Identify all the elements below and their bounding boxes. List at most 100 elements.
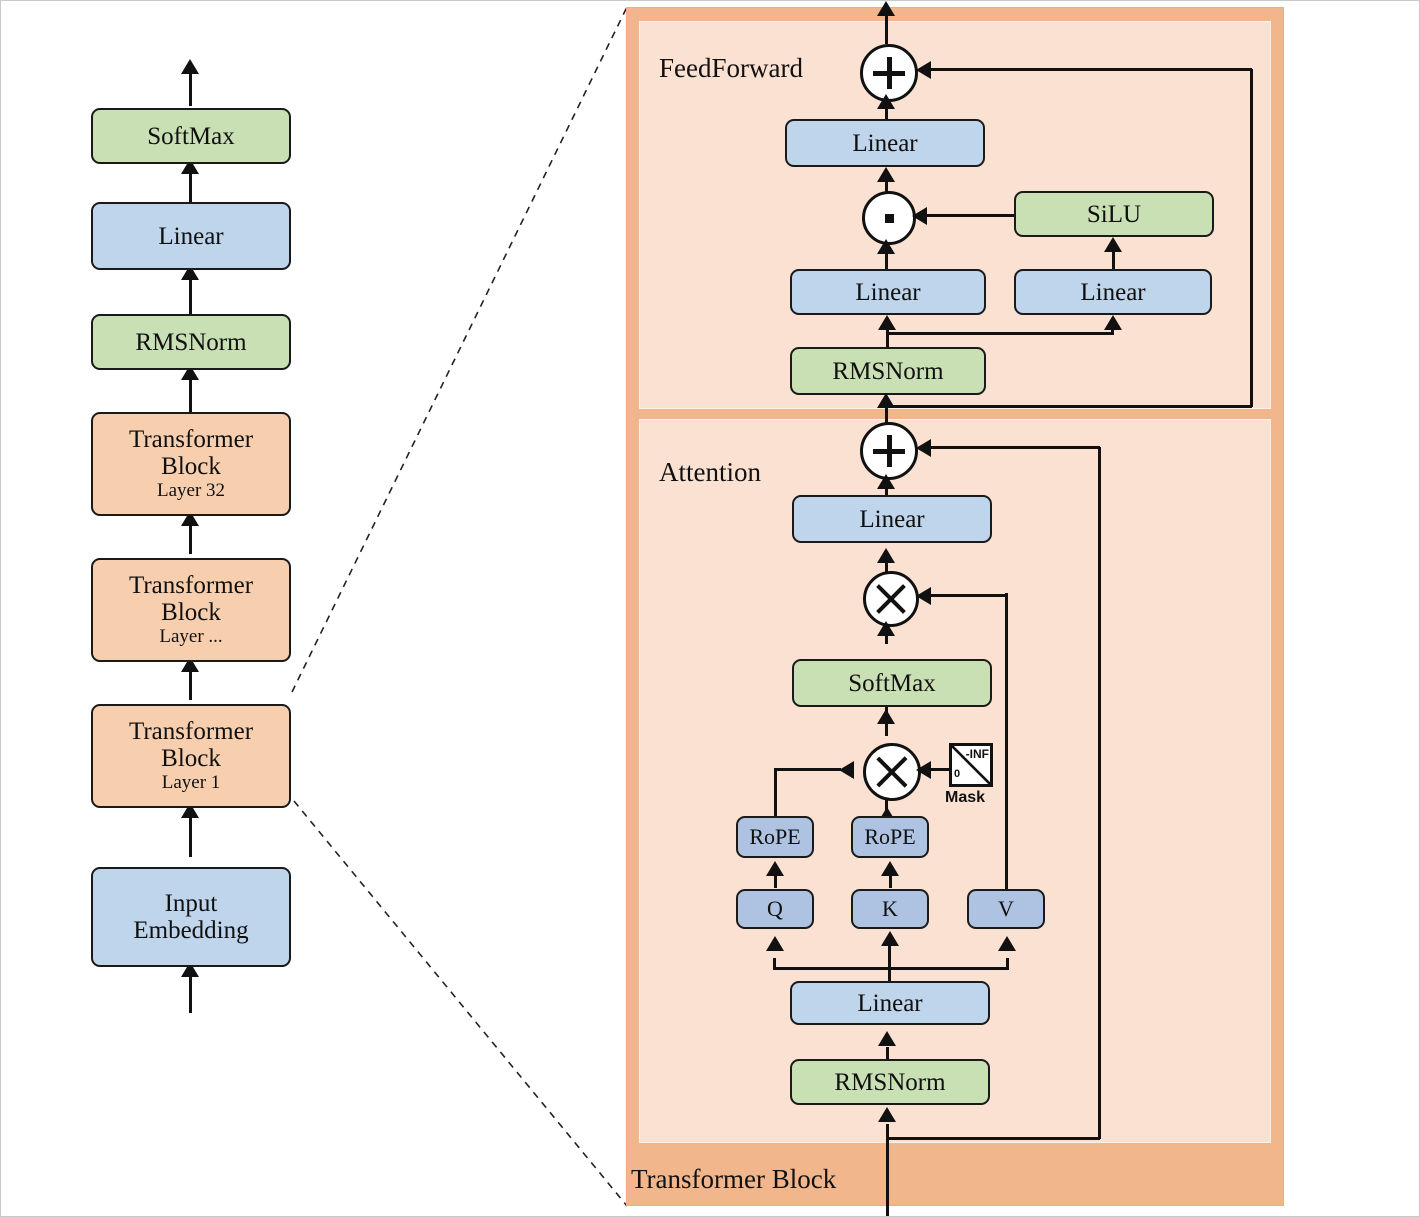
attn-output-linear[interactable]: Linear (792, 495, 992, 543)
ff-arrow-addin-rmsnorm (877, 393, 895, 408)
feedforward-title: FeedForward (659, 53, 803, 83)
ff-fanout-stub-right (1111, 327, 1114, 335)
mask-label: Mask (945, 789, 986, 806)
attn-qkv-stub-q (773, 958, 776, 970)
ff-arrow-gatelinear-mul (877, 239, 895, 254)
stack-node-softmax[interactable]: SoftMax (91, 108, 291, 164)
attn-q-label: Q (767, 896, 783, 922)
attn-line-rmsnorm-linear (886, 1047, 889, 1063)
ff-output-linear[interactable]: Linear (785, 119, 985, 167)
attn-qkv-linear[interactable]: Linear (790, 981, 990, 1025)
stack-node-block1-sublabel: Layer 1 (161, 772, 221, 794)
ff-output-linear-label: Linear (852, 129, 918, 157)
stack-arrow-out-head (181, 59, 199, 74)
stack-line-softmax-linear (189, 164, 192, 204)
attn-arrow-av-linear (877, 548, 895, 563)
attn-arrow-fanout-k (881, 931, 899, 946)
stack-arrow-in-line (189, 967, 192, 1013)
ff-rmsnorm[interactable]: RMSNorm (790, 347, 986, 395)
stack-node-linear[interactable]: Linear (91, 202, 291, 270)
ff-gate-linear[interactable]: Linear (790, 269, 986, 315)
attn-line-qk-softmax (885, 794, 888, 810)
attn-rope-q-label: RoPE (749, 824, 801, 850)
attn-line-softmax-av-2 (885, 634, 888, 644)
stack-arrow-out-line (189, 64, 192, 106)
stack-node-blockdots-label: Transformer Block (128, 572, 254, 627)
attn-rope-q[interactable]: RoPE (736, 816, 814, 858)
attn-softmax-label: SoftMax (848, 669, 936, 697)
attn-arrow-fanout-v (998, 936, 1016, 951)
ff-arrow-uplinear-silu (1104, 237, 1122, 252)
ff-line-gatelinear-mul (885, 249, 888, 271)
attn-line-v-vertical (1005, 593, 1008, 892)
stack-line-linear-rmsnorm (189, 270, 192, 314)
attn-qkv-linear-label: Linear (857, 989, 923, 1017)
attn-arrow-qrope-qk (839, 761, 854, 779)
stack-node-input-embedding[interactable]: Input Embedding (91, 867, 291, 967)
stack-node-block32-label: Transformer Block (128, 426, 254, 481)
attn-line-mask-qk (931, 768, 949, 771)
attn-arrow-q-rope (766, 861, 784, 876)
ff-silu-label: SiLU (1086, 200, 1142, 228)
feedforward-elementwise-multiply-op (862, 191, 916, 245)
block-input-line (886, 1124, 889, 1216)
attn-qkv-stub-k (888, 936, 891, 982)
ff-fanout-horizontal (887, 332, 1113, 335)
attn-v[interactable]: V (967, 889, 1045, 929)
attention-add-op (860, 422, 918, 480)
stack-node-transformer-block-dots[interactable]: Transformer Block Layer ... (91, 558, 291, 662)
stack-node-rmsnorm[interactable]: RMSNorm (91, 314, 291, 370)
attn-arrow-softmax-av (877, 621, 895, 636)
attn-line-qk-softmax-2 (885, 722, 888, 736)
mask-lower-value: 0 (954, 768, 961, 780)
attn-output-linear-label: Linear (859, 505, 925, 533)
ff-line-mul-linear-2 (885, 182, 888, 194)
stack-node-rmsnorm-label: RMSNorm (135, 328, 247, 356)
causal-mask-icon: -INF 0 (949, 743, 993, 787)
ff-up-linear-label: Linear (1080, 278, 1146, 306)
ff-fanout-stub-center (886, 327, 889, 347)
transformer-block-panel-label: Transformer Block (631, 1164, 837, 1194)
attention-av-matmul-op (863, 571, 919, 627)
attn-residual-horizontal-bottom (887, 1137, 1100, 1140)
attn-k-label: K (882, 896, 898, 922)
ff-up-linear[interactable]: Linear (1014, 269, 1212, 315)
ff-residual-horizontal-top (930, 68, 1252, 71)
attn-arrow-rmsnorm-linear (878, 1031, 896, 1046)
stack-node-linear-label: Linear (158, 222, 224, 250)
attn-arrow-mask-qk (916, 761, 931, 779)
stack-node-transformer-block-1[interactable]: Transformer Block Layer 1 (91, 704, 291, 808)
ff-residual-horizontal-bottom (887, 405, 1252, 408)
attn-qkv-stub-v (1006, 958, 1009, 970)
ff-residual-arrow (916, 61, 931, 79)
block-output-arrow (877, 1, 895, 16)
stack-node-transformer-block-32[interactable]: Transformer Block Layer 32 (91, 412, 291, 516)
attn-k[interactable]: K (851, 889, 929, 929)
attn-q[interactable]: Q (736, 889, 814, 929)
attention-qk-matmul-op (863, 743, 921, 801)
attn-arrow-k-rope (881, 861, 899, 876)
ff-arrow-mul-linear (877, 167, 895, 182)
ff-residual-vertical (1250, 69, 1253, 407)
attn-arrow-linear-add (877, 474, 895, 489)
ff-silu[interactable]: SiLU (1014, 191, 1214, 237)
mask-upper-value: -INF (965, 747, 989, 761)
attn-residual-horizontal-top (930, 446, 1100, 449)
block-output-line (885, 6, 888, 44)
attn-arrow-v-to-av (916, 587, 931, 605)
attn-rope-k[interactable]: RoPE (851, 816, 929, 858)
attn-rmsnorm[interactable]: RMSNorm (790, 1059, 990, 1105)
ff-line-silu-mul (925, 214, 1025, 217)
attn-line-qrope-horizontal (774, 768, 841, 771)
attn-arrow-fanout-q (766, 936, 784, 951)
stack-line-block1-embedding (189, 808, 192, 857)
attn-rope-k-label: RoPE (864, 824, 916, 850)
attn-line-qrope-vertical (774, 769, 777, 817)
stack-node-block1-label: Transformer Block (128, 718, 254, 773)
stack-line-rmsnorm-block32 (189, 370, 192, 412)
attn-softmax[interactable]: SoftMax (792, 659, 992, 707)
attn-line-k-rope (889, 874, 892, 888)
ff-line-linear-add (885, 99, 888, 121)
